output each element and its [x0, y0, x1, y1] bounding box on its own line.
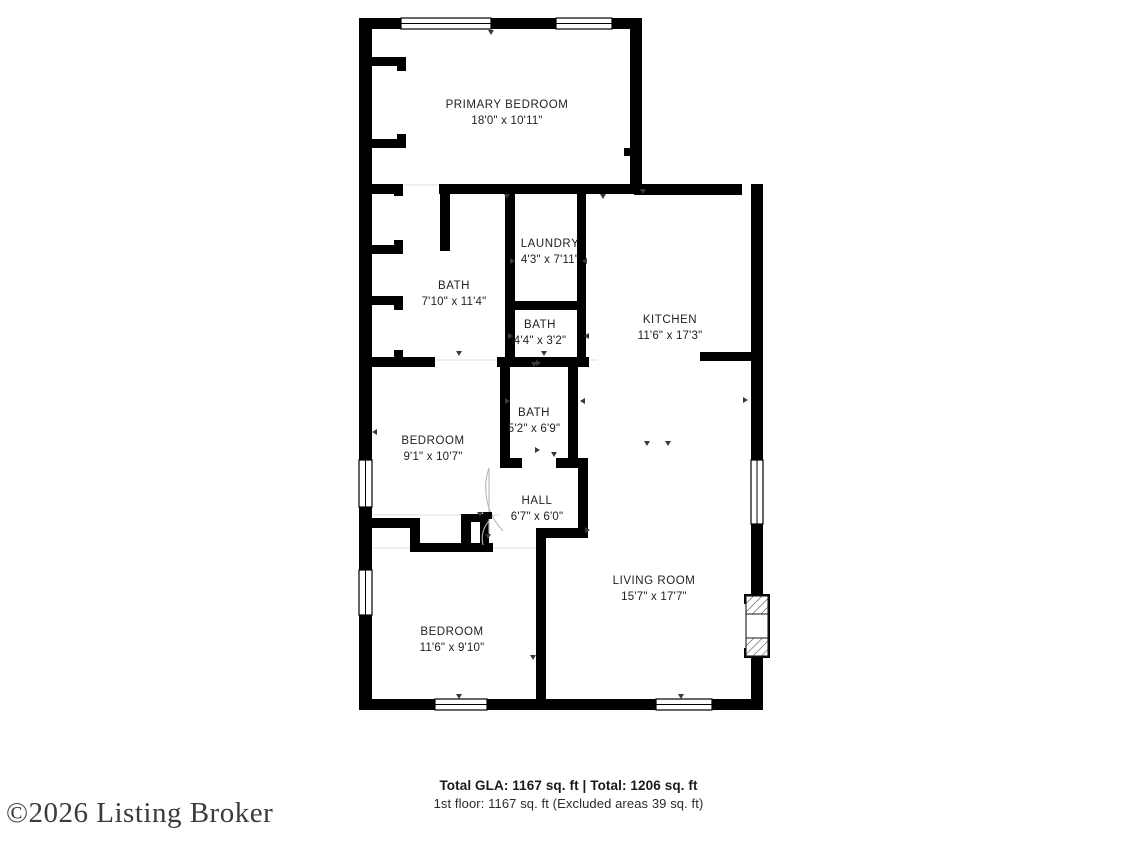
window-living-right: [750, 459, 764, 525]
wall-closet-band-stub-d: [394, 350, 403, 361]
wall-laundry-bottom: [505, 301, 586, 310]
door-closet-swing: [481, 520, 490, 546]
wall-primary-bottom-a: [372, 184, 402, 194]
wall-mid-horizontal-b: [497, 357, 589, 367]
window-primary-right: [555, 17, 613, 30]
wall-jamb-primary-right-low: [624, 148, 632, 156]
window-bedroom3-left: [358, 569, 373, 616]
wall-primary-closet-top: [372, 57, 406, 66]
window-living-bot: [655, 698, 713, 711]
window-bedroom3-bot: [434, 698, 488, 711]
wall-hall-step-h: [536, 528, 588, 538]
door-leaf-group: [483, 512, 492, 519]
wall-exterior-top-a: [359, 18, 401, 29]
wall-closet-band-stub-c: [394, 184, 403, 196]
wall-primary-closet-bot: [372, 139, 406, 148]
wall-closet-left-vert: [410, 518, 420, 551]
wall-laundry-right: [577, 190, 586, 310]
wall-exterior-bottom-a: [359, 699, 435, 710]
area-summary: Total GLA: 1167 sq. ft | Total: 1206 sq.…: [0, 778, 1137, 811]
wall-bath-hall-right: [568, 357, 578, 467]
wall-exterior-top-b: [491, 18, 556, 29]
wall-exterior-right-c: [751, 653, 763, 710]
copyright-watermark: ©2026 Listing Broker: [6, 797, 274, 829]
door-group: [481, 467, 504, 546]
wall-primary-right: [630, 18, 642, 188]
wall-exterior-right-b: [751, 524, 763, 596]
wall-closet-mid-vert: [461, 518, 471, 551]
opening-tick-group: [372, 30, 748, 699]
first-floor-line: 1st floor: 1167 sq. ft (Excluded areas 3…: [433, 796, 704, 811]
wall-exterior-right-a: [751, 184, 763, 460]
window-bedroom2-left: [358, 459, 373, 508]
fireplace-living-room: [745, 595, 769, 657]
wall-bath-main-right-upper: [440, 184, 450, 251]
wall-closet-band-stub-b: [394, 296, 403, 310]
wall-kitchen-top: [634, 184, 742, 195]
wall-exterior-left-b: [359, 507, 372, 570]
wall-bedroom2-bottom: [372, 518, 420, 528]
wall-exterior-bottom-d: [712, 699, 763, 710]
wall-primary-bottom-b: [439, 184, 637, 194]
wall-closet-band-stub-a: [394, 240, 403, 254]
wall-halfbath-right: [577, 310, 586, 361]
total-gla-line: Total GLA: 1167 sq. ft | Total: 1206 sq.…: [439, 778, 698, 793]
window-primary-left: [400, 17, 492, 30]
wall-hall-right-upper: [578, 458, 588, 537]
wall-closet-bottom: [410, 543, 493, 552]
wall-exterior-left-c: [359, 615, 372, 710]
wall-hall-left-vert: [536, 528, 546, 700]
wall-closet-head: [461, 514, 489, 522]
wall-exterior-top-c: [612, 18, 642, 29]
window-group: [358, 17, 764, 711]
wall-group: [359, 18, 770, 710]
wall-closet-right-vert: [480, 518, 489, 551]
wall-closet-band-a-bot: [372, 296, 403, 305]
wall-exterior-bottom-b: [487, 699, 596, 710]
wall-bedroom2-right: [500, 357, 510, 467]
wall-exterior-bottom-c: [596, 699, 656, 710]
door-hall-to-bedroom2: [485, 467, 504, 533]
wall-exterior-left-a: [359, 18, 372, 460]
wall-mid-horizontal-a: [372, 357, 435, 367]
wall-bath-hall-bot-b: [556, 458, 578, 468]
wall-kitchen-stub: [700, 352, 755, 361]
wall-closet-band-a-top: [372, 245, 403, 254]
door-leaf-closet: [483, 512, 492, 519]
wall-primary-closet-right: [397, 57, 406, 71]
wall-bath-hall-bot-a: [500, 458, 522, 468]
wall-laundry-left: [505, 190, 514, 310]
